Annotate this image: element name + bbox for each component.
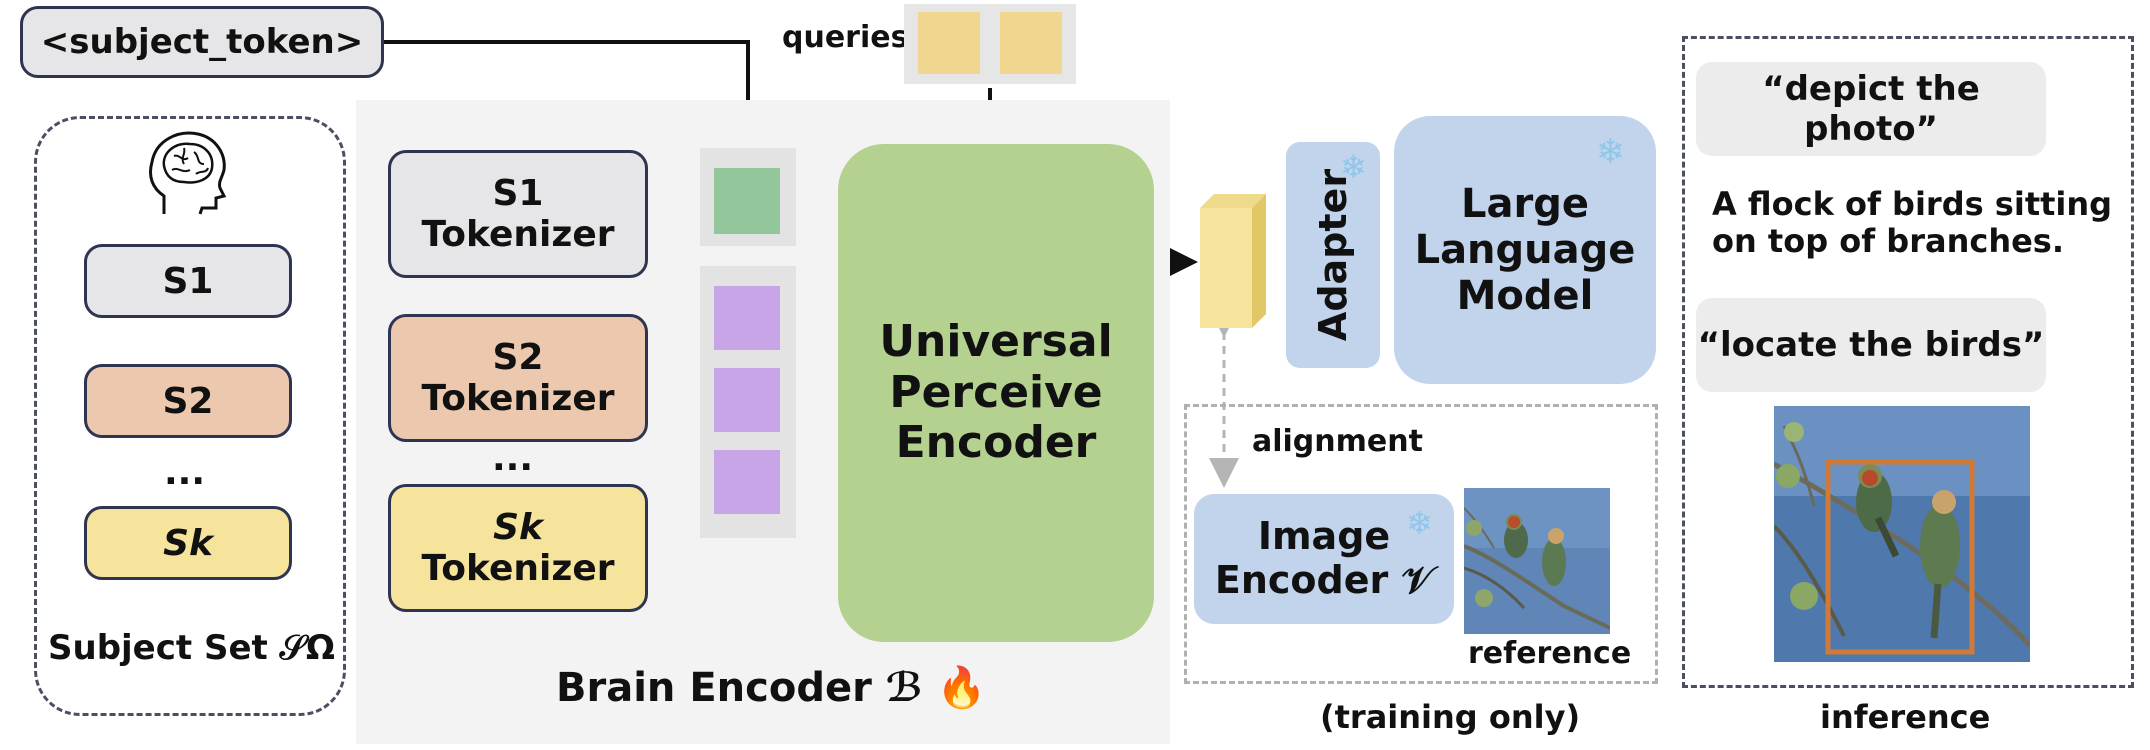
inference-answer: A flock of birds sitting on top of branc…: [1712, 185, 2113, 260]
query-token: [1000, 12, 1062, 74]
large-language-model: Large Language Model: [1394, 116, 1656, 384]
subject-set-ellipsis: ...: [164, 452, 206, 493]
feature-cube: [1200, 194, 1266, 328]
adapter-label: Adapter: [1311, 168, 1356, 342]
training-only-label: (training only): [1320, 698, 1581, 736]
brain-head-icon: [149, 131, 227, 215]
prompt-box: “locate the birds”: [1696, 298, 2046, 392]
tokenizer-box: S1 Tokenizer: [388, 150, 648, 278]
subject-token-label: <subject_token>: [40, 22, 364, 62]
tokenizer-box: Sk Tokenizer: [388, 484, 648, 612]
query-token: [918, 12, 980, 74]
tokenizer-ellipsis: ...: [492, 438, 534, 479]
reference-image: [1464, 488, 1610, 634]
inference-caption: inference: [1820, 698, 1991, 736]
subject-set-item: S2: [84, 364, 292, 438]
brain-token: [714, 286, 780, 350]
subject-token-box: <subject_token>: [20, 6, 384, 78]
tokenizer-box: S2 Tokenizer: [388, 314, 648, 442]
snowflake-icon: ❄: [1340, 148, 1367, 186]
subject-set-panel: [34, 116, 346, 716]
alignment-label: alignment: [1252, 424, 1423, 459]
brain-token: [714, 450, 780, 514]
bounding-box: [1825, 459, 1975, 655]
universal-perceive-encoder: Universal Perceive Encoder: [838, 144, 1154, 642]
brain-token: [714, 368, 780, 432]
reference-label: reference: [1468, 636, 1632, 671]
snowflake-icon: ❄: [1596, 132, 1625, 172]
inference-image: [1774, 406, 2030, 662]
training-only-panel: [1184, 404, 1658, 684]
queries-label: queries: [782, 20, 909, 55]
subject-set-item: S1: [84, 244, 292, 318]
adapter-box: Adapter: [1286, 142, 1380, 368]
subject-set-item: Sk: [84, 506, 292, 580]
brain-encoder-label: Brain Encoder ℬ 🔥: [556, 665, 987, 711]
subject-embedding-token: [714, 168, 780, 234]
image-encoder-box: Image Encoder 𝒱: [1194, 494, 1454, 624]
subject-set-caption: Subject Set 𝒮Ω: [48, 628, 335, 668]
prompt-box: “depict the photo”: [1696, 62, 2046, 156]
inference-panel: [1682, 36, 2134, 688]
snowflake-icon: ❄: [1406, 504, 1433, 542]
